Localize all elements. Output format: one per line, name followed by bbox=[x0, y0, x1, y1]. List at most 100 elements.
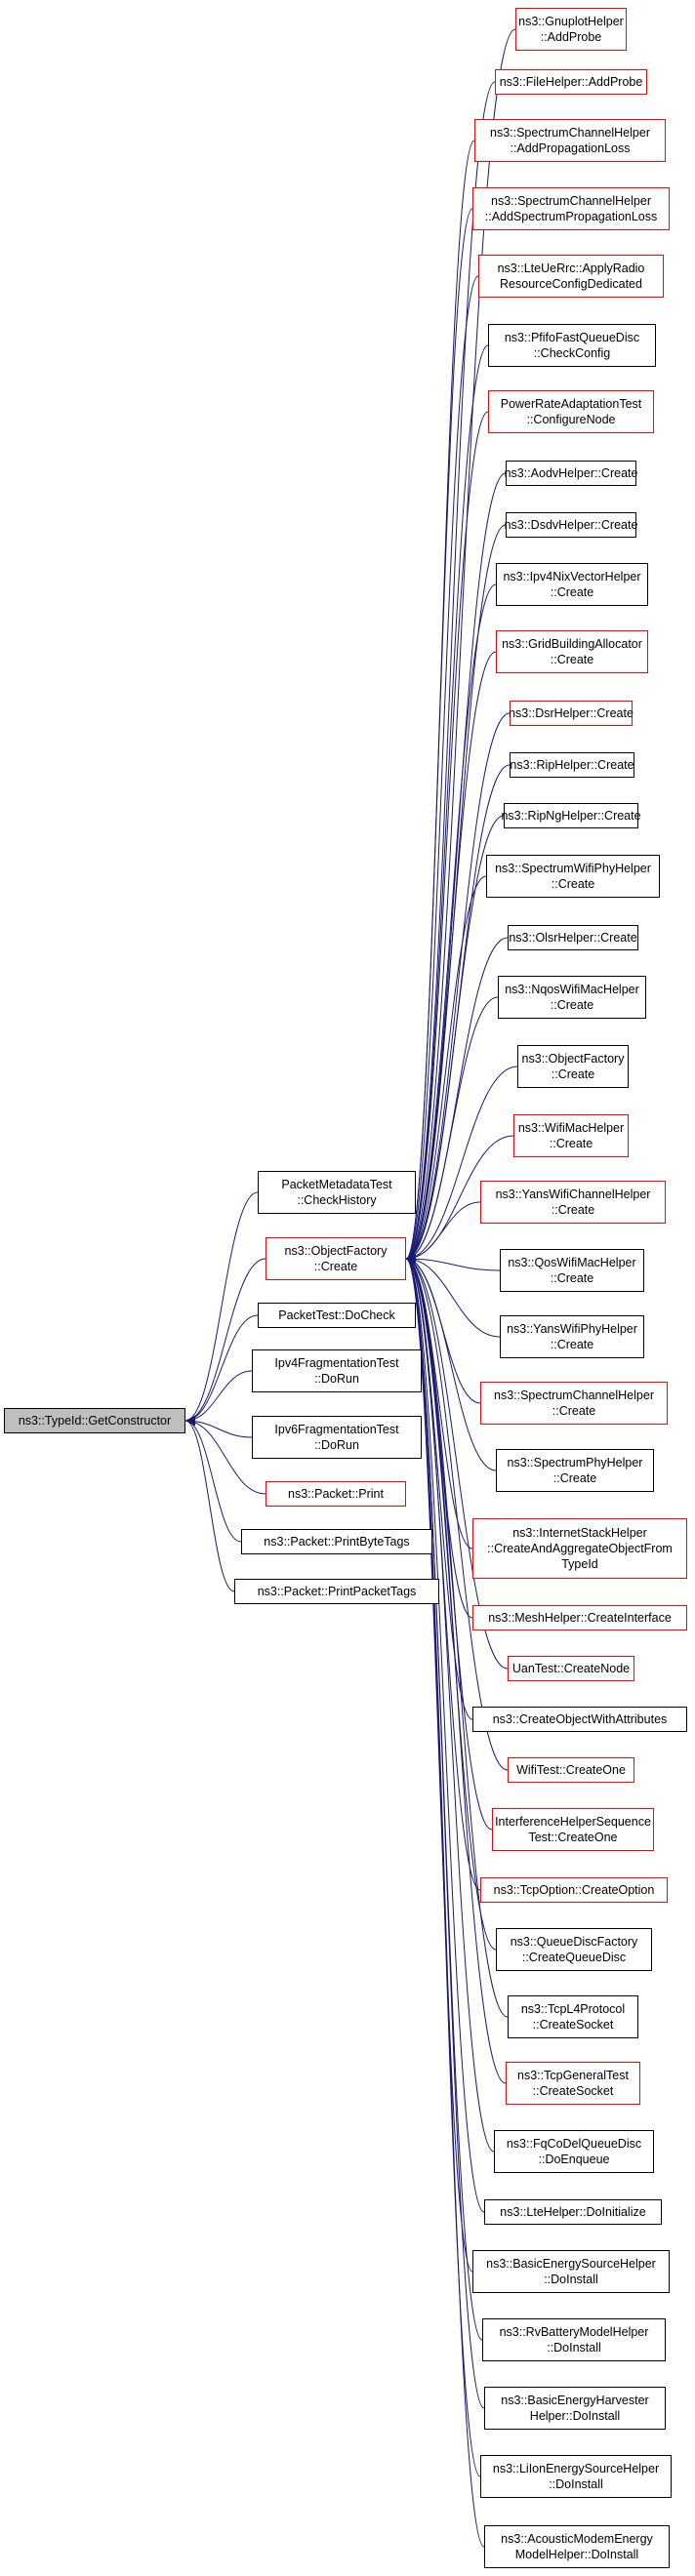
node-ns3-gnuplothelper-addprobe[interactable]: ns3::GnuplotHelper::AddProbe bbox=[515, 8, 627, 51]
node-ns3-objectfactory-create[interactable]: ns3::ObjectFactory::Create bbox=[517, 1045, 629, 1088]
node-ns3-olsrhelper-create[interactable]: ns3::OlsrHelper::Create bbox=[508, 925, 638, 950]
node-label: ns3::FqCoDelQueueDisc bbox=[506, 2137, 642, 2151]
edge-arrow bbox=[405, 996, 499, 1264]
node-label: Ipv4FragmentationTest bbox=[274, 1356, 399, 1370]
node-label: ns3::LteHelper::DoInitialize bbox=[500, 2205, 646, 2219]
node-label: ns3::NqosWifiMacHelper bbox=[505, 983, 639, 996]
edge-arrow bbox=[405, 208, 473, 1264]
edge-arrow bbox=[405, 651, 497, 1264]
node-packetmetadatatest-checkhistory[interactable]: PacketMetadataTest::CheckHistory bbox=[258, 1171, 416, 1214]
node-label: WifiTest::CreateOne bbox=[516, 1763, 626, 1777]
node-label: ::Create bbox=[313, 1260, 358, 1273]
node-label: ResourceConfigDedicated bbox=[500, 277, 642, 291]
node-ns3-fqcodelqueuedisc-doenqueue[interactable]: ns3::FqCoDelQueueDisc::DoEnqueue bbox=[494, 2130, 654, 2173]
node-label: ns3::FileHelper::AddProbe bbox=[499, 75, 643, 89]
node-ns3-qoswifimachelper-create[interactable]: ns3::QosWifiMacHelper::Create bbox=[500, 1249, 644, 1292]
edge-arrow bbox=[405, 1254, 485, 2213]
node-label: ns3::Packet::Print bbox=[288, 1487, 384, 1501]
node-label: ::ConfigureNode bbox=[526, 413, 616, 426]
node-ns3-internetstackhelper-createandaggregateobjectfromtypeid[interactable]: ns3::InternetStackHelper::CreateAndAggre… bbox=[472, 1518, 687, 1579]
node-label: InterferenceHelperSequence bbox=[495, 1815, 651, 1829]
edge-arrow bbox=[405, 815, 505, 1264]
node-ns3-ipv4nixvectorhelper-create[interactable]: ns3::Ipv4NixVectorHelper::Create bbox=[496, 563, 648, 606]
node-label: UanTest::CreateNode bbox=[511, 1662, 631, 1675]
edge-arrow bbox=[405, 411, 489, 1264]
node-powerrateadaptationtest-configurenode[interactable]: PowerRateAdaptationTest::ConfigureNode bbox=[488, 390, 654, 433]
edge-arrow bbox=[405, 1254, 485, 2548]
node-label: ::CreateSocket bbox=[532, 2018, 614, 2032]
node-ns3-filehelper-addprobe[interactable]: ns3::FileHelper::AddProbe bbox=[495, 69, 647, 95]
node-label: ns3::TcpGeneralTest bbox=[517, 2069, 629, 2082]
node-label: ::Create bbox=[550, 585, 594, 599]
node-ns3-dsrhelper-create[interactable]: ns3::DsrHelper::Create bbox=[509, 701, 634, 726]
node-label: ns3::SpectrumChannelHelper bbox=[491, 194, 651, 208]
edge-arrow bbox=[405, 1254, 509, 2018]
node-ns3-spectrumwifiphyhelper-create[interactable]: ns3::SpectrumWifiPhyHelper::Create bbox=[486, 855, 660, 898]
node-ns3-ltehelper-doinitialize[interactable]: ns3::LteHelper::DoInitialize bbox=[484, 2199, 662, 2225]
node-ns3-packet-print[interactable]: ns3::Packet::Print bbox=[266, 1481, 406, 1507]
node-label: ::DoRun bbox=[314, 1438, 359, 1452]
node-uantest-createnode[interactable]: UanTest::CreateNode bbox=[508, 1656, 634, 1681]
node-ns3-tcpoption-createoption[interactable]: ns3::TcpOption::CreateOption bbox=[480, 1877, 668, 1903]
edge-arrow bbox=[184, 1314, 259, 1426]
edge-group bbox=[184, 28, 518, 2548]
node-label: ns3::TcpOption::CreateOption bbox=[493, 1883, 655, 1897]
node-label: ns3::ObjectFactory bbox=[521, 1052, 625, 1066]
node-ns3-packet-printbytetags[interactable]: ns3::Packet::PrintByteTags bbox=[241, 1529, 432, 1554]
node-ns3-ripnghelper-create[interactable]: ns3::RipNgHelper::Create bbox=[501, 803, 641, 828]
node-label: ns3::QosWifiMacHelper bbox=[508, 1256, 636, 1269]
node-label: ns3::CreateObjectWithAttributes bbox=[492, 1712, 668, 1726]
node-label: ns3::BasicEnergyHarvester bbox=[501, 2394, 649, 2407]
node-label: ::CheckHistory bbox=[297, 1193, 377, 1207]
node-label: ns3::MeshHelper::CreateInterface bbox=[488, 1611, 672, 1625]
node-label: ::AddProbe bbox=[540, 30, 602, 44]
node-ns3-yanswifichannelhelper-create[interactable]: ns3::YansWifiChannelHelper::Create bbox=[480, 1181, 666, 1224]
node-label: ::Create bbox=[552, 1404, 596, 1418]
node-label: ns3::SpectrumChannelHelper bbox=[490, 126, 650, 140]
node-label: ::DoEnqueue bbox=[538, 2153, 610, 2166]
node-wifitest-createone[interactable]: WifiTest::CreateOne bbox=[508, 1757, 634, 1783]
node-label: ns3::LteUeRrc::ApplyRadio bbox=[497, 262, 645, 275]
node-ns3-gridbuildingallocator-create[interactable]: ns3::GridBuildingAllocator::Create bbox=[496, 630, 648, 673]
node-ns3-wifimachelper-create[interactable]: ns3::WifiMacHelper::Create bbox=[513, 1114, 629, 1157]
node-ns3-riphelper-create[interactable]: ns3::RipHelper::Create bbox=[510, 752, 634, 778]
edge-arrow bbox=[184, 1416, 266, 1495]
node-label: PacketTest::DoCheck bbox=[278, 1308, 395, 1322]
node-label: ns3::InternetStackHelper bbox=[512, 1526, 647, 1540]
edge-arrow bbox=[405, 344, 489, 1264]
node-ns3-meshhelper-createinterface[interactable]: ns3::MeshHelper::CreateInterface bbox=[472, 1605, 687, 1630]
node-ns3-createobjectwithattributes[interactable]: ns3::CreateObjectWithAttributes bbox=[472, 1707, 687, 1732]
node-ns3-spectrumchannelhelper-addpropagationloss[interactable]: ns3::SpectrumChannelHelper::AddPropagati… bbox=[474, 119, 666, 162]
node-label: Helper::DoInstall bbox=[529, 2409, 621, 2423]
node-ns3-tcpgeneraltest-createsocket[interactable]: ns3::TcpGeneralTest::CreateSocket bbox=[506, 2062, 640, 2105]
node-label: ns3::DsrHelper::Create bbox=[509, 706, 634, 720]
node-ipv6fragmentationtest-dorun[interactable]: Ipv6FragmentationTest::DoRun bbox=[252, 1416, 422, 1459]
node-ns3-basicenergysourcehelper-doinstall[interactable]: ns3::BasicEnergySourceHelper::DoInstall bbox=[472, 2250, 670, 2293]
node-ns3-queuediscfactory-createqueuedisc[interactable]: ns3::QueueDiscFactory::CreateQueueDisc bbox=[496, 1928, 652, 1971]
node-label: ModelHelper::DoInstall bbox=[514, 2548, 639, 2561]
node-ns3-tcpl4protocol-createsocket[interactable]: ns3::TcpL4Protocol::CreateSocket bbox=[508, 1995, 638, 2038]
node-ns3-aodvhelper-create[interactable]: ns3::AodvHelper::Create bbox=[505, 461, 637, 486]
edge-arrow bbox=[184, 1258, 266, 1426]
node-ns3-dsdvhelper-create[interactable]: ns3::DsdvHelper::Create bbox=[505, 512, 637, 538]
node-ns3-packet-printpackettags[interactable]: ns3::Packet::PrintPacketTags bbox=[234, 1579, 439, 1604]
node-ns3-spectrumchannelhelper-addspectrumpropagationloss[interactable]: ns3::SpectrumChannelHelper::AddSpectrumP… bbox=[472, 187, 670, 230]
edge-arrow bbox=[405, 1254, 507, 2084]
node-ns3-objectfactory-create[interactable]: ns3::ObjectFactory::Create bbox=[266, 1237, 406, 1280]
node-ns3-liionenergysourcehelper-doinstall[interactable]: ns3::LiIonEnergySourceHelper::DoInstall bbox=[480, 2455, 672, 2498]
node-ns3-nqoswifimachelper-create[interactable]: ns3::NqosWifiMacHelper::Create bbox=[498, 976, 646, 1019]
node-ns3-pfifofastqueuedisc-checkconfig[interactable]: ns3::PfifoFastQueueDisc::CheckConfig bbox=[488, 324, 656, 367]
node-ns3-spectrumphyhelper-create[interactable]: ns3::SpectrumPhyHelper::Create bbox=[496, 1449, 654, 1492]
node-ipv4fragmentationtest-dorun[interactable]: Ipv4FragmentationTest::DoRun bbox=[252, 1349, 422, 1392]
node-ns3-rvbatterymodelhelper-doinstall[interactable]: ns3::RvBatteryModelHelper::DoInstall bbox=[482, 2318, 666, 2361]
node-label: ns3::RipNgHelper::Create bbox=[501, 809, 641, 823]
node-ns3-yanswifiphyhelper-create[interactable]: ns3::YansWifiPhyHelper::Create bbox=[500, 1315, 644, 1358]
node-ns3-spectrumchannelhelper-create[interactable]: ns3::SpectrumChannelHelper::Create bbox=[480, 1382, 668, 1425]
node-packettest-docheck[interactable]: PacketTest::DoCheck bbox=[258, 1303, 416, 1328]
edge-arrow bbox=[405, 875, 487, 1264]
node-label: PacketMetadataTest bbox=[281, 1178, 392, 1191]
